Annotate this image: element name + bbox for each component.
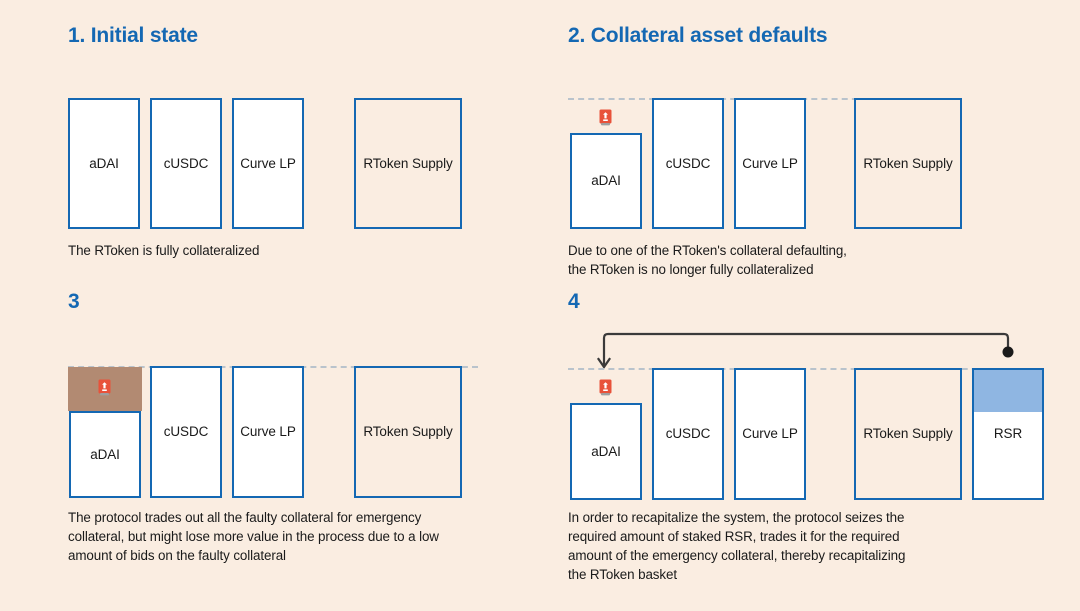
box-label: cUSDC (665, 426, 711, 442)
panel-recapitalize: 4 (568, 290, 1048, 540)
box-label: aDAI (89, 155, 119, 171)
box-curve-lp: Curve LP (232, 366, 304, 498)
panel-2-stage: aDAI cUSDC Curve LP RToken Supply (568, 98, 1038, 230)
box-cusdc: cUSDC (150, 98, 222, 229)
panel-2-title: 2. Collateral asset defaults (568, 24, 828, 47)
box-curve-lp: Curve LP (734, 368, 806, 500)
box-label: RToken Supply (363, 424, 453, 440)
box-adai: aDAI (570, 403, 642, 500)
box-curve-lp: Curve LP (734, 98, 806, 229)
box-label: RToken Supply (863, 155, 953, 171)
box-rsr: RSR (972, 368, 1044, 500)
box-label: RToken Supply (363, 155, 453, 171)
alert-token-icon (599, 109, 612, 126)
panel-1-title: 1. Initial state (68, 24, 198, 47)
box-label: RSR (993, 426, 1023, 441)
box-rtoken-supply: RToken Supply (854, 98, 962, 229)
panel-2-caption: Due to one of the RToken's collateral de… (568, 243, 847, 278)
panel-initial-state: 1. Initial state (68, 24, 538, 274)
box-label: aDAI (591, 443, 621, 459)
box-label: cUSDC (163, 424, 209, 440)
box-label: RToken Supply (863, 426, 953, 442)
panel-3-caption: The protocol trades out all the faulty c… (68, 510, 439, 564)
box-rtoken-supply: RToken Supply (854, 368, 962, 500)
panel-3-title: 3 (68, 290, 80, 313)
box-cusdc: cUSDC (652, 98, 724, 229)
box-rtoken-supply: RToken Supply (354, 98, 462, 229)
box-adai: aDAI (68, 98, 140, 229)
box-adai: aDAI (570, 133, 642, 229)
box-cusdc: cUSDC (150, 366, 222, 498)
box-label: cUSDC (163, 155, 209, 171)
box-adai: aDAI (69, 411, 141, 498)
panel-4-stage: aDAI cUSDC Curve LP RToken Supply RSR (568, 368, 1048, 500)
box-rtoken-supply: RToken Supply (354, 366, 462, 498)
alert-token-icon (98, 379, 111, 396)
panel-1-caption: The RToken is fully collateralized (68, 243, 260, 258)
box-label: Curve LP (742, 155, 798, 171)
box-cusdc: cUSDC (652, 368, 724, 500)
panel-4-title: 4 (568, 290, 580, 313)
seized-rsr-fill (972, 368, 1044, 412)
box-label: Curve LP (742, 426, 798, 442)
box-curve-lp: Curve LP (232, 98, 304, 229)
panel-collateral-defaults: 2. Collateral asset defaults (568, 24, 1038, 274)
alert-token-icon (599, 379, 612, 396)
panel-3-stage: aDAI cUSDC Curve LP RToken Supply (68, 366, 538, 498)
box-label: Curve LP (240, 155, 296, 171)
panel-4-caption: In order to recapitalize the system, the… (568, 510, 906, 583)
panel-trade-out-faulty: 3 (68, 290, 538, 540)
box-label: aDAI (591, 173, 621, 189)
box-label: cUSDC (665, 155, 711, 171)
box-label: Curve LP (240, 424, 296, 440)
box-label: aDAI (90, 446, 120, 462)
panel-1-stage: aDAI cUSDC Curve LP RToken Supply (68, 98, 538, 230)
